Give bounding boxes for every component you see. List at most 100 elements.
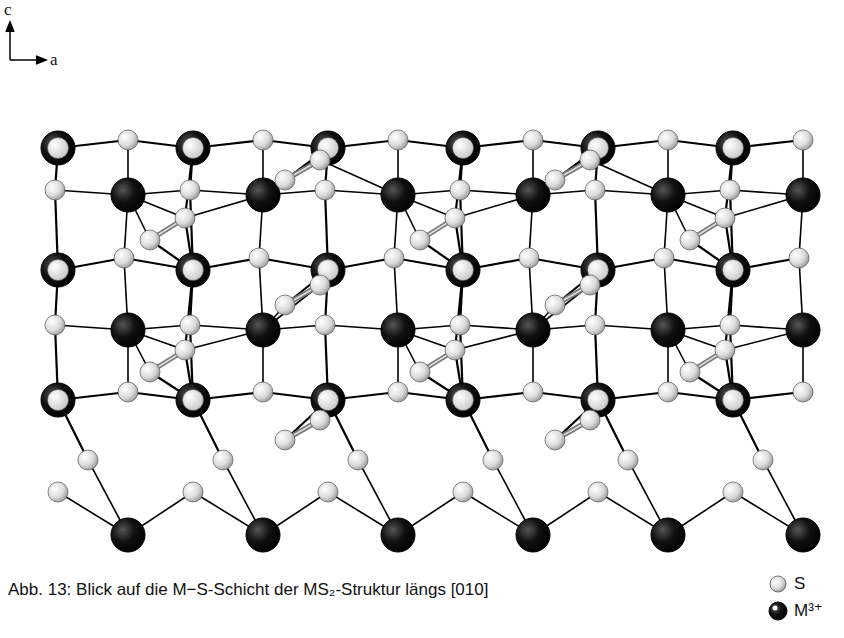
axis-arrows xyxy=(6,22,46,64)
metal-atom xyxy=(716,383,750,417)
sulfur-atom xyxy=(140,362,160,382)
sulfur-overlay xyxy=(723,390,744,411)
sulfur-atom xyxy=(720,315,740,335)
metal-atom xyxy=(651,313,685,347)
sulfur-overlay xyxy=(183,390,204,411)
metal-symbol xyxy=(769,602,787,620)
sulfur-symbol xyxy=(770,576,786,592)
figure-caption: Abb. 13: Blick auf die M−S-Schicht der M… xyxy=(8,580,488,600)
sulfur-atom xyxy=(793,382,813,402)
metal-atom xyxy=(716,253,750,287)
sulfur-atom xyxy=(545,430,565,450)
sulfur-atom xyxy=(315,180,335,200)
sulfur-atom xyxy=(585,180,605,200)
axis-label: a xyxy=(50,50,58,70)
sulfur-overlay xyxy=(48,260,69,281)
sulfur-atom xyxy=(315,315,335,335)
sulfur-atom xyxy=(580,150,600,170)
sulfur-atom xyxy=(388,130,408,150)
sulfur-atom xyxy=(723,482,743,502)
sulfur-atom xyxy=(715,208,735,228)
sulfur-overlay xyxy=(588,390,609,411)
metal-atom xyxy=(786,178,820,212)
metal-atom xyxy=(716,131,750,165)
sulfur-atom xyxy=(585,315,605,335)
sulfur-overlay xyxy=(183,260,204,281)
metal-atom xyxy=(381,313,415,347)
sulfur-atom xyxy=(388,382,408,402)
sulfur-atom xyxy=(450,315,470,335)
metal-atom xyxy=(111,178,145,212)
metal-atom xyxy=(516,178,550,212)
sulfur-atom xyxy=(183,482,203,502)
sulfur-overlay xyxy=(723,138,744,159)
sulfur-atom xyxy=(450,180,470,200)
metal-atom xyxy=(381,178,415,212)
sulfur-overlay xyxy=(453,260,474,281)
metal-atom xyxy=(176,131,210,165)
sulfur-atom xyxy=(249,248,269,268)
sulfur-atom xyxy=(45,180,65,200)
metal-atom xyxy=(111,518,145,552)
sulfur-overlay xyxy=(48,390,69,411)
sulfur-atom xyxy=(654,248,674,268)
sulfur-atom xyxy=(545,295,565,315)
sulfur-atom xyxy=(658,382,678,402)
axis-label: c xyxy=(4,0,12,20)
metal-symbol-highlight xyxy=(773,605,778,610)
metal-atom xyxy=(176,383,210,417)
sulfur-atom xyxy=(180,180,200,200)
sulfur-atom xyxy=(253,382,273,402)
metal-atom xyxy=(381,518,415,552)
metal-atom xyxy=(786,518,820,552)
metal-atom xyxy=(246,518,280,552)
sulfur-atom xyxy=(789,248,809,268)
metal-atom xyxy=(446,131,480,165)
metal-atom xyxy=(786,313,820,347)
legend-symbol xyxy=(768,574,788,594)
sulfur-atom xyxy=(445,208,465,228)
sulfur-atom xyxy=(519,248,539,268)
sulfur-atom xyxy=(310,275,330,295)
sulfur-atom xyxy=(580,275,600,295)
sulfur-atom xyxy=(114,248,134,268)
metal-atom xyxy=(41,383,75,417)
sulfur-atom xyxy=(384,248,404,268)
sulfur-atom xyxy=(318,482,338,502)
sulfur-atom xyxy=(118,382,138,402)
metal-atom xyxy=(651,518,685,552)
sulfur-atom xyxy=(45,315,65,335)
legend-entry: S xyxy=(768,574,805,594)
sulfur-atom xyxy=(453,482,473,502)
sulfur-overlay xyxy=(723,260,744,281)
sulfur-atom xyxy=(180,315,200,335)
sulfur-atom xyxy=(348,450,368,470)
legend-entry: M³⁺ xyxy=(768,600,823,621)
sulfur-overlay xyxy=(453,138,474,159)
sulfur-overlay xyxy=(183,138,204,159)
sulfur-atom xyxy=(715,340,735,360)
sulfur-atom xyxy=(310,150,330,170)
sulfur-atom xyxy=(680,362,700,382)
sulfur-atom xyxy=(445,340,465,360)
legend-text: S xyxy=(794,574,805,594)
sulfur-atom xyxy=(310,410,330,430)
metal-atom xyxy=(111,313,145,347)
sulfur-atom xyxy=(753,450,773,470)
sulfur-overlay xyxy=(453,390,474,411)
metal-atom xyxy=(246,313,280,347)
metal-atom xyxy=(516,313,550,347)
sulfur-overlay xyxy=(48,138,69,159)
sulfur-atom xyxy=(78,450,98,470)
sulfur-atom xyxy=(483,450,503,470)
sulfur-atom xyxy=(48,482,68,502)
metal-atom xyxy=(41,131,75,165)
sulfur-atom xyxy=(523,130,543,150)
sulfur-atom xyxy=(580,410,600,430)
sulfur-atom xyxy=(523,382,543,402)
legend-text: M³⁺ xyxy=(794,600,823,621)
metal-atom xyxy=(246,178,280,212)
metal-atom xyxy=(446,383,480,417)
sulfur-atom xyxy=(175,340,195,360)
sulfur-atom xyxy=(118,130,138,150)
